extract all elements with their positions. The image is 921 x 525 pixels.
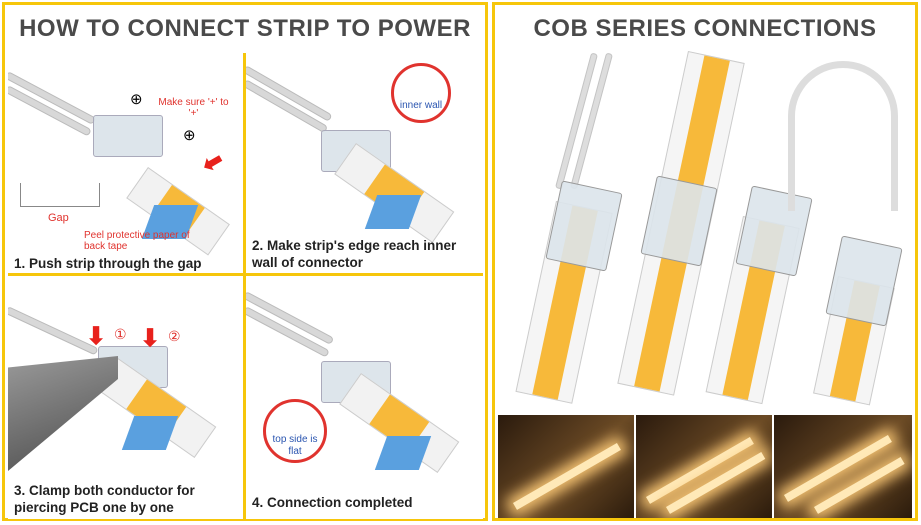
inset-label: inner wall bbox=[399, 100, 443, 111]
inset-magnifier: top side is flat bbox=[263, 399, 327, 463]
step-caption: 4. Connection completed bbox=[252, 495, 413, 510]
backing-tape bbox=[374, 436, 432, 470]
step-1: Make sure '+' to '+' ⊕ ⊕ ⬅ Gap Peel prot… bbox=[8, 55, 243, 273]
step-3: ⬇ ① ⬇ ② 3. Clamp both conductor for pier… bbox=[8, 276, 243, 519]
arrow-icon: ⬅ bbox=[197, 145, 229, 180]
connector bbox=[545, 180, 623, 272]
step-caption: 1. Push strip through the gap bbox=[14, 256, 202, 271]
power-connection-panel: HOW TO CONNECT STRIP TO POWER Make sure … bbox=[2, 2, 488, 521]
lit-strip-photo bbox=[636, 415, 772, 518]
step-4: top side is flat 4. Connection completed bbox=[246, 276, 483, 519]
step-2: inner wall 2. Make strip's edge reach in… bbox=[246, 55, 483, 273]
right-title: COB SERIES CONNECTIONS bbox=[533, 15, 877, 42]
plus-icon: ⊕ bbox=[183, 127, 196, 144]
divider bbox=[243, 53, 246, 519]
step-caption: 3. Clamp both conductor for piercing PCB… bbox=[14, 483, 195, 515]
marker-1: ① bbox=[114, 326, 127, 342]
lit-strip-photo bbox=[774, 415, 912, 518]
connector bbox=[93, 115, 163, 157]
product-photo bbox=[498, 51, 912, 413]
left-title: HOW TO CONNECT STRIP TO POWER bbox=[19, 15, 471, 42]
gap-label: Gap bbox=[48, 212, 69, 224]
arrow-down-icon: ⬇ bbox=[86, 323, 107, 350]
polarity-note: Make sure '+' to '+' bbox=[158, 97, 229, 119]
step-caption: 2. Make strip's edge reach inner wall of… bbox=[252, 238, 457, 270]
connector bbox=[825, 235, 903, 327]
marker-2: ② bbox=[168, 328, 181, 344]
connector bbox=[640, 175, 718, 267]
inset-magnifier: inner wall bbox=[391, 63, 451, 123]
lit-strip-photo bbox=[498, 415, 634, 518]
wire-loop bbox=[788, 61, 898, 211]
inset-label: top side is flat bbox=[272, 434, 318, 457]
plus-icon: ⊕ bbox=[130, 91, 143, 108]
divider bbox=[8, 273, 483, 276]
cob-series-panel: COB SERIES CONNECTIONS bbox=[492, 2, 918, 521]
backing-tape bbox=[121, 416, 179, 450]
pliers bbox=[8, 356, 118, 471]
arrow-down-icon: ⬇ bbox=[140, 325, 161, 352]
peel-note: Peel protective paper of back tape bbox=[84, 230, 190, 252]
gap-diagram bbox=[20, 183, 100, 207]
